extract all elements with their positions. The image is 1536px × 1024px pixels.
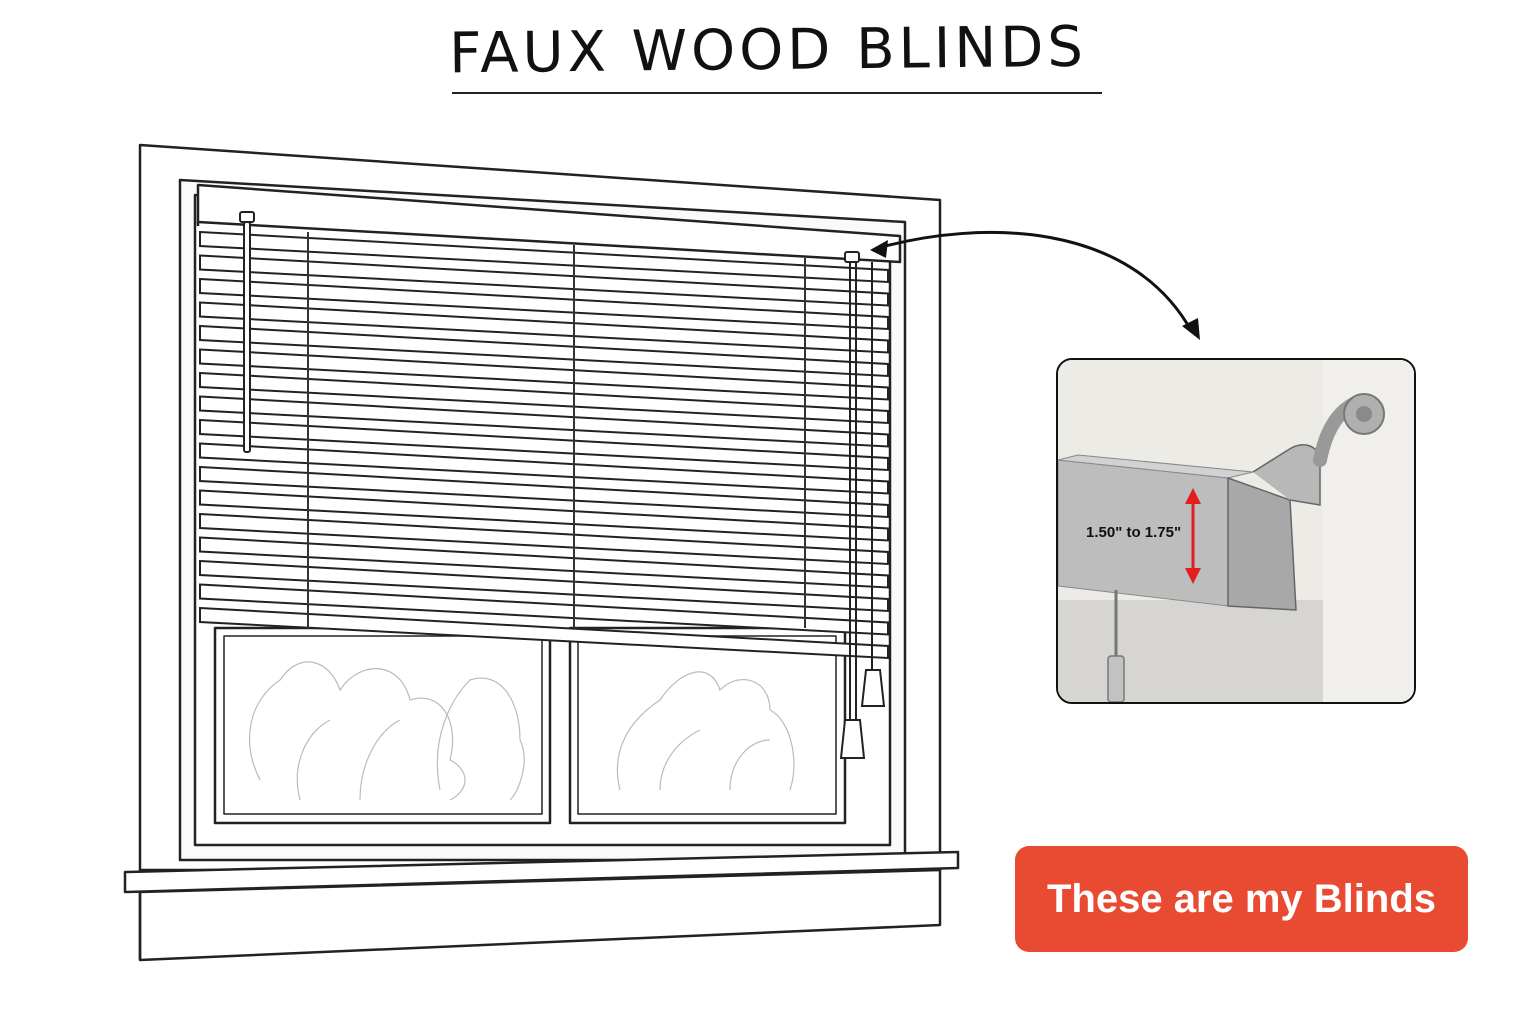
cord-tassel bbox=[860, 669, 886, 707]
blind-slat bbox=[199, 277, 889, 331]
headrail-closeup-photo: 1.50" to 1.75" bbox=[1056, 358, 1416, 704]
cord-tassel bbox=[839, 719, 866, 759]
pointer-arrow bbox=[877, 230, 1194, 333]
bracket-illustration bbox=[1058, 360, 1414, 702]
blind-slat bbox=[199, 512, 889, 566]
tree-sketch bbox=[249, 661, 795, 801]
blind-headrail bbox=[196, 183, 902, 264]
title-underline bbox=[452, 92, 1102, 94]
blind-slat bbox=[199, 536, 889, 589]
blind-slat bbox=[199, 442, 889, 495]
window-sill bbox=[123, 850, 960, 894]
blind-slat bbox=[199, 254, 889, 307]
blind-slat bbox=[199, 489, 889, 542]
blind-slat bbox=[199, 348, 889, 401]
blind-slat bbox=[199, 583, 889, 636]
these-are-my-blinds-button[interactable]: These are my Blinds bbox=[1015, 846, 1468, 952]
blind-slat bbox=[199, 465, 889, 519]
blind-slat bbox=[199, 230, 889, 284]
blind-slat bbox=[199, 371, 889, 425]
blind-slat bbox=[199, 324, 889, 378]
blind-slat bbox=[199, 418, 889, 472]
tilt-wand bbox=[243, 221, 251, 453]
blind-slat bbox=[199, 395, 889, 448]
dimension-label: 1.50" to 1.75" bbox=[1086, 524, 1182, 541]
blind-slat bbox=[199, 606, 889, 660]
blind-slat bbox=[199, 301, 889, 354]
blind-slats bbox=[199, 230, 889, 660]
blind-slat bbox=[199, 559, 889, 613]
